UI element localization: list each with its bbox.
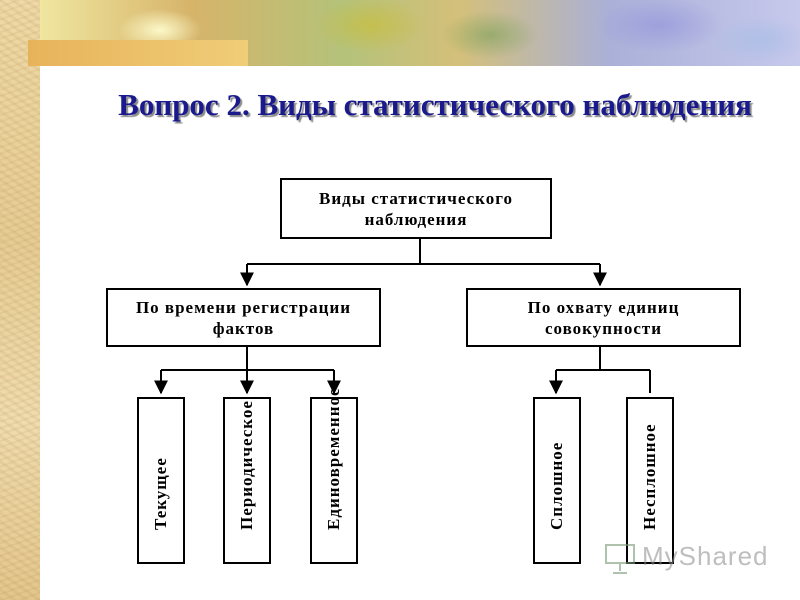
presentation-icon — [605, 544, 635, 574]
branch-node-time-label: По времени регистрации фактов — [135, 297, 352, 338]
watermark-text: MyShared — [642, 541, 769, 571]
leaf-node-partial-label: Несплошное — [640, 423, 659, 530]
leaf-node-current-label: Текущее — [151, 457, 170, 530]
leaf-node-periodic-label: Периодическое — [237, 400, 256, 530]
watermark: MyShared — [602, 537, 772, 577]
leaf-node-partial: Несплошное — [626, 397, 674, 564]
leaf-node-complete: Сплошное — [533, 397, 581, 564]
slide-title: Вопрос 2. Виды статистического наблюдени… — [118, 87, 752, 122]
branch-node-coverage-label: По охвату единиц совокупности — [527, 297, 680, 338]
leaf-node-complete-label: Сплошное — [547, 441, 566, 530]
branch-node-time: По времени регистрации фактов — [106, 288, 381, 347]
root-node-label: Виды статистического наблюдения — [318, 188, 513, 229]
leaf-node-periodic: Периодическое — [223, 397, 271, 564]
leaf-node-current: Текущее — [137, 397, 185, 564]
branch-node-coverage: По охвату единиц совокупности — [466, 288, 741, 347]
leaf-node-onetime-label: Единовременное — [324, 387, 343, 530]
banner-accent — [28, 40, 248, 66]
leaf-node-onetime: Единовременное — [310, 387, 358, 564]
textured-left-strip — [0, 0, 40, 600]
root-node: Виды статистического наблюдения — [280, 178, 552, 239]
